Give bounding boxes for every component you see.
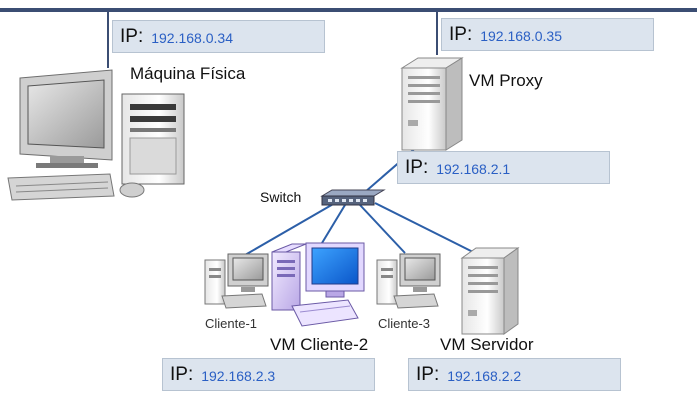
ip-address: 192.168.0.35 xyxy=(480,28,562,44)
ip-prefix: IP: xyxy=(405,156,429,178)
label-cliente-1: Cliente-1 xyxy=(205,316,258,331)
link-switch-cliente2 xyxy=(321,204,346,244)
ip-box-servidor: IP: 192.168.2.2 xyxy=(408,358,621,391)
ip-address: 192.168.2.1 xyxy=(436,161,511,177)
ip-prefix: IP: xyxy=(120,25,144,47)
cliente-1-computer-icon xyxy=(204,253,269,309)
vm-proxy-server-icon xyxy=(400,57,464,151)
vm-cliente-2-computer-icon xyxy=(271,242,365,327)
label-vm-cliente-2: VM Cliente-2 xyxy=(270,335,369,354)
label-maquina-fisica: Máquina Física xyxy=(130,64,246,83)
ip-box-proxy-internal: IP: 192.168.2.1 xyxy=(397,151,610,184)
label-vm-proxy: VM Proxy xyxy=(469,71,543,90)
switch-icon xyxy=(320,189,386,206)
physical-machine-icon xyxy=(7,69,185,201)
link-switch-servidor xyxy=(374,202,476,254)
ip-address: 192.168.2.3 xyxy=(201,368,276,384)
label-switch: Switch xyxy=(260,189,302,205)
vm-servidor-server-icon xyxy=(460,247,520,335)
label-vm-servidor: VM Servidor xyxy=(440,335,534,354)
ip-prefix: IP: xyxy=(416,363,440,385)
link-switch-cliente3 xyxy=(359,204,406,254)
link-switch-cliente1 xyxy=(244,202,336,256)
ip-box-proxy-external: IP: 192.168.0.35 xyxy=(441,18,654,51)
label-cliente-3: Cliente-3 xyxy=(378,316,431,331)
ip-prefix: IP: xyxy=(449,23,473,45)
ip-prefix: IP: xyxy=(170,363,194,385)
ip-box-physical: IP: 192.168.0.34 xyxy=(112,20,325,53)
cliente-3-computer-icon xyxy=(376,253,441,309)
ip-address: 192.168.2.2 xyxy=(447,368,522,384)
ip-address: 192.168.0.34 xyxy=(151,30,233,46)
ip-box-cliente-2: IP: 192.168.2.3 xyxy=(162,358,375,391)
